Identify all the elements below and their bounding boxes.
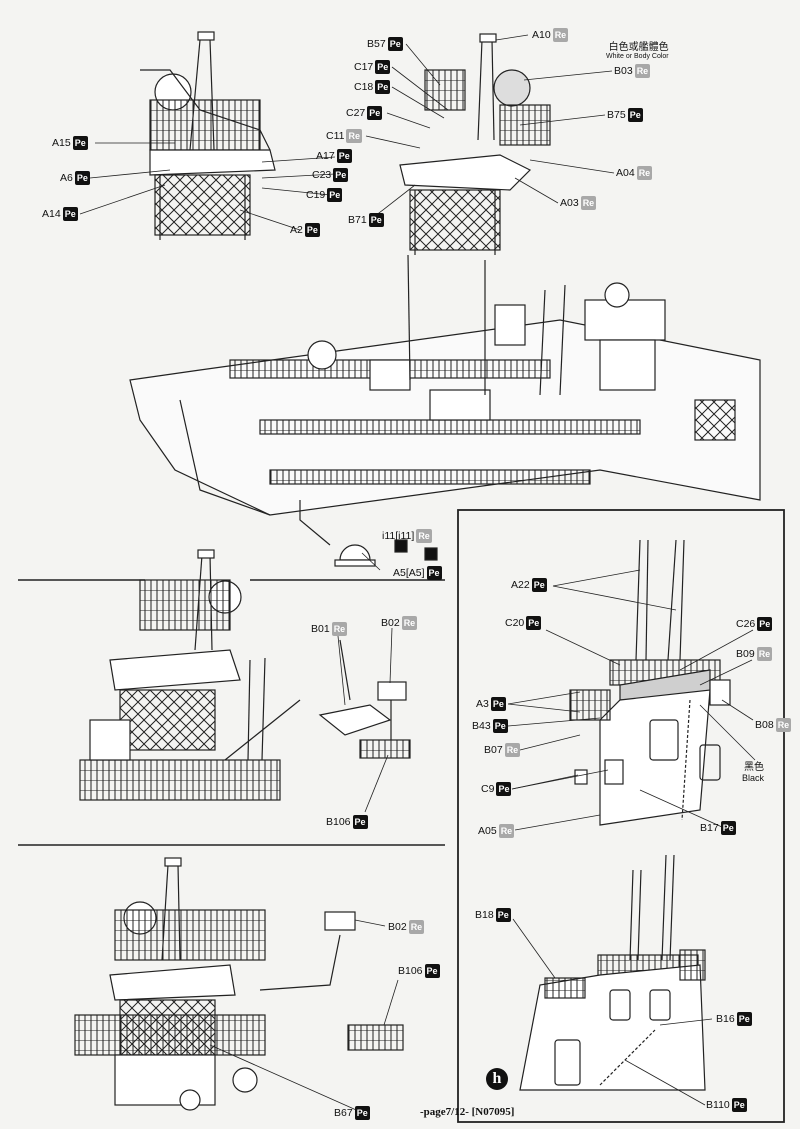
label-a5: A5[A5]Pe	[393, 566, 442, 580]
detail-frame	[457, 509, 785, 1123]
mast-bottom-left	[74, 857, 266, 1111]
leader-lines	[79, 34, 756, 1114]
label-i11: i11[i11]Re	[382, 529, 432, 543]
page-footer: -page7/12- [N07095]	[420, 1106, 515, 1118]
step-marker: h	[486, 1068, 508, 1090]
parts-b01-b02-b106	[224, 639, 411, 761]
tower-detail-lower	[519, 854, 706, 1091]
parts-b02-b106-lower	[259, 911, 404, 1051]
ship-superstructure	[129, 254, 761, 516]
mast-left-top	[140, 31, 276, 240]
mast-right-top	[399, 33, 551, 255]
dome-part	[299, 500, 438, 567]
tower-detail-upper	[569, 539, 731, 826]
mast-mid-left	[79, 549, 281, 801]
